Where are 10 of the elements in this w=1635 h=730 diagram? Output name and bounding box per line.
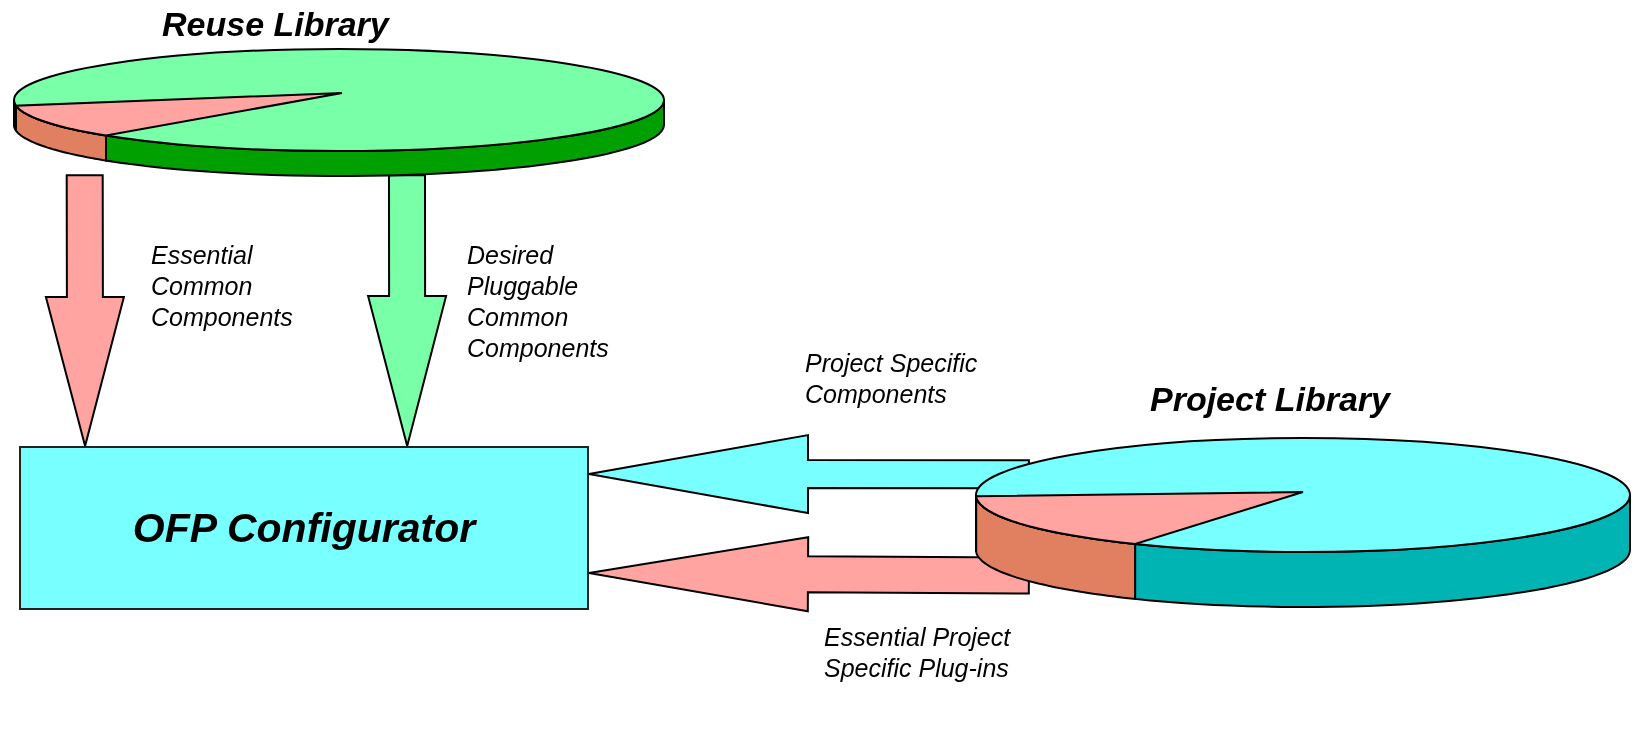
edge-label: Essential Project Specific Plug-ins xyxy=(824,622,1012,684)
library-title: Project Library xyxy=(1150,380,1390,419)
block-arrow xyxy=(588,536,1030,613)
edge-label: Essential Common Components xyxy=(151,240,294,333)
edge-label: Project Specific Components xyxy=(805,348,979,410)
edge-label: Desired Pluggable Common Components xyxy=(467,240,610,364)
block-arrow xyxy=(588,433,1030,515)
box-title: OFP Configurator xyxy=(132,504,476,552)
library-title: Reuse Library xyxy=(162,5,389,44)
process-box xyxy=(19,446,589,610)
